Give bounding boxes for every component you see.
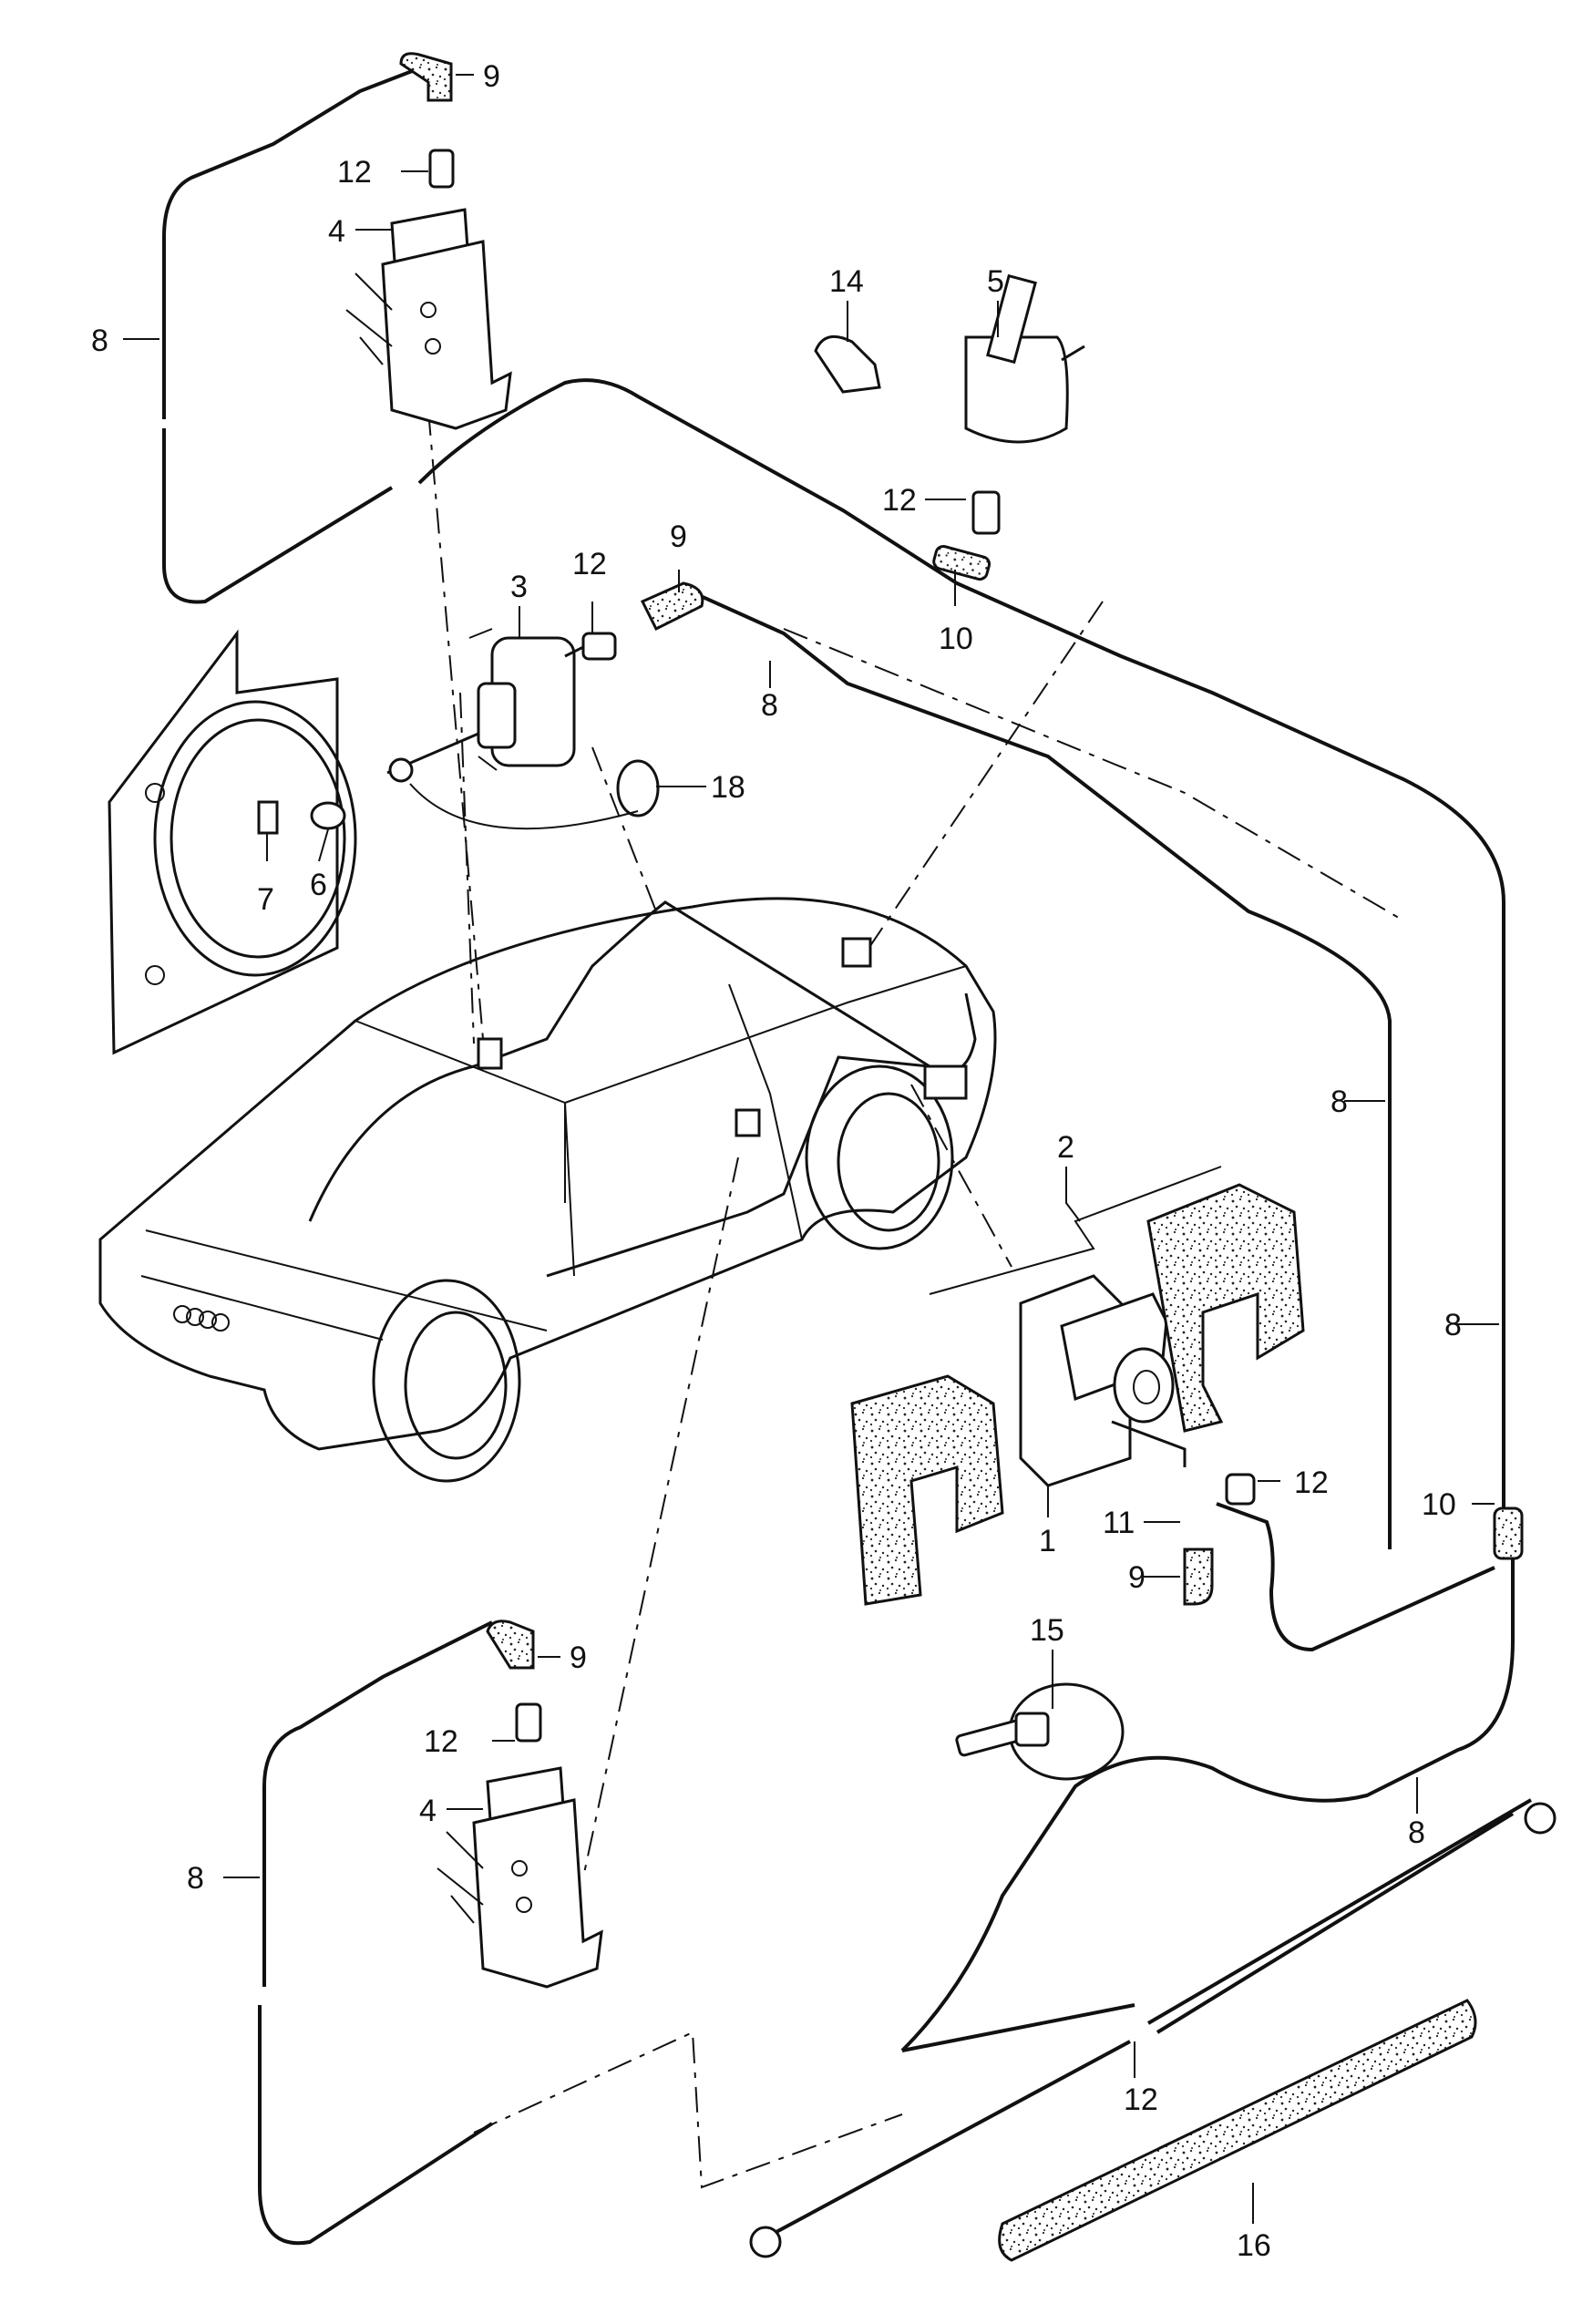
callout-9: 9	[670, 519, 687, 554]
filler-door-panel	[108, 629, 357, 1055]
car-illustration	[98, 897, 997, 1483]
audi-rings-logo	[173, 1305, 230, 1332]
tee-10	[932, 544, 1524, 1560]
callout-5: 5	[987, 264, 1004, 299]
callout-8: 8	[1408, 1815, 1425, 1850]
callout-8: 8	[1331, 1085, 1348, 1119]
car-connector-b	[735, 1108, 761, 1137]
callout-4: 4	[419, 1794, 437, 1828]
callout-8: 8	[91, 324, 108, 358]
car-connector-c	[923, 1064, 968, 1100]
callout-10: 10	[1422, 1487, 1456, 1522]
filler-cap-part	[310, 801, 346, 830]
callout-14: 14	[829, 264, 864, 299]
hose-lines	[162, 67, 1533, 2246]
filler-clip-part	[257, 800, 279, 835]
car-connector-a	[477, 1037, 503, 1070]
callout-4: 4	[328, 214, 345, 249]
end-nuts	[749, 1802, 1557, 2258]
actuator-5	[964, 273, 1085, 444]
callout-3: 3	[510, 570, 528, 604]
connectors-12	[428, 149, 1256, 1743]
callout-leaders	[123, 74, 1499, 2224]
callout-12: 12	[424, 1724, 458, 1759]
callout-8: 8	[187, 1861, 204, 1896]
callout-labels: 9 12 4 8 14 5 12 10 3 12 9 8 18 7 6 8 2 …	[91, 59, 1462, 2263]
callout-12: 12	[1294, 1465, 1329, 1500]
actuator-4-bottom	[437, 1766, 603, 1989]
callout-12: 12	[882, 483, 917, 518]
sleeve-16	[998, 1999, 1477, 2262]
pump-assembly	[850, 1166, 1305, 1606]
car-connector-d	[841, 937, 872, 968]
callout-11: 11	[1103, 1506, 1135, 1540]
callout-12: 12	[337, 155, 372, 190]
callout-16: 16	[1237, 2228, 1271, 2263]
callout-7: 7	[257, 882, 274, 917]
actuator-3	[386, 628, 617, 783]
callout-9: 9	[1128, 1560, 1146, 1595]
clip-14	[814, 334, 881, 394]
elbows-9	[399, 52, 1214, 1670]
actuator-4-top	[345, 208, 512, 430]
ring-18	[409, 759, 660, 830]
callout-9: 9	[483, 59, 500, 94]
callout-2: 2	[1057, 1130, 1074, 1165]
callout-9: 9	[570, 1640, 587, 1675]
callout-8: 8	[1444, 1308, 1462, 1342]
callout-10: 10	[939, 622, 973, 656]
callout-18: 18	[711, 770, 745, 805]
callout-15: 15	[1030, 1613, 1064, 1648]
assembly-leaders	[427, 409, 1404, 2189]
callout-8: 8	[761, 688, 778, 723]
callout-6: 6	[310, 868, 327, 902]
cable-tie-15	[955, 1682, 1125, 1781]
callout-12: 12	[1124, 2082, 1158, 2117]
callout-12: 12	[572, 547, 607, 581]
callout-1: 1	[1039, 1524, 1056, 1558]
